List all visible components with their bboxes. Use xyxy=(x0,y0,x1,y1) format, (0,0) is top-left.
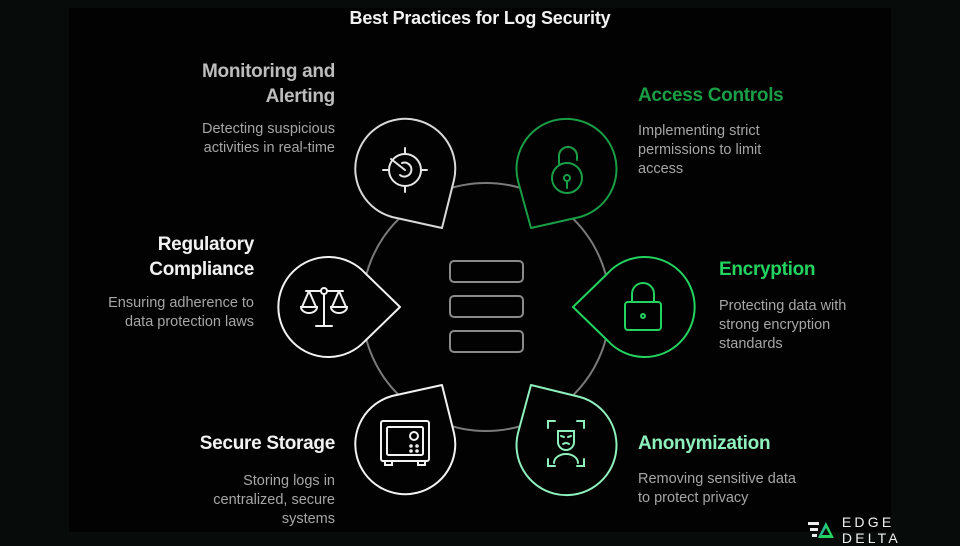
diagram-panel xyxy=(69,8,891,532)
safe-icon xyxy=(380,420,430,466)
stacked-log-bars-icon xyxy=(449,260,524,353)
padlock-icon xyxy=(624,282,662,331)
masked-face-icon xyxy=(547,420,585,467)
anonymization-drop xyxy=(515,384,618,497)
radar-icon xyxy=(382,147,428,193)
regulatory-compliance-drop xyxy=(277,256,401,358)
monitoring-drop xyxy=(354,117,457,229)
scales-icon xyxy=(299,287,349,327)
unlocked-padlock-icon xyxy=(551,146,583,194)
edge-delta-logo-icon xyxy=(808,522,834,538)
encryption-drop xyxy=(572,256,696,358)
access-controls-drop xyxy=(515,117,618,229)
encryption-title: Encryption xyxy=(719,259,816,280)
logo-text: EDGE DELTA xyxy=(841,514,901,546)
page-title: Best Practices for Log Security xyxy=(349,8,611,28)
access-controls-title: Access Controls xyxy=(638,85,784,106)
secure-storage-drop xyxy=(354,384,457,496)
secure-storage-title: Secure Storage xyxy=(199,433,336,454)
edge-delta-logo: EDGE DELTA xyxy=(808,514,960,546)
anonymization-title: Anonymization xyxy=(638,433,771,454)
